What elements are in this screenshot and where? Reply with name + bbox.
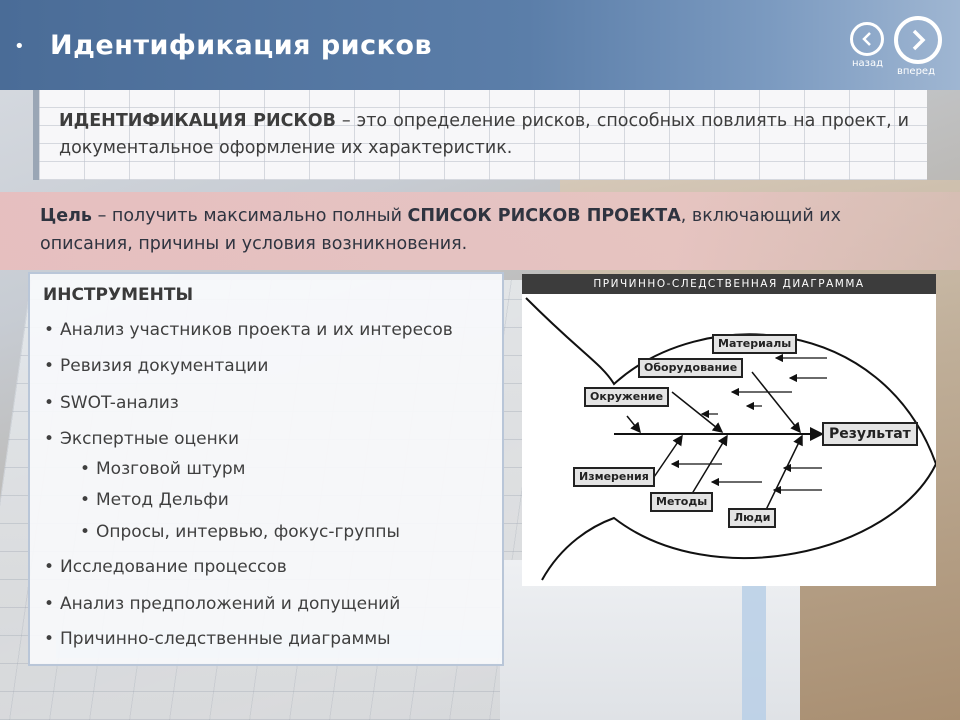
forward-label[interactable]: вперед bbox=[897, 66, 935, 77]
bullet-icon: • bbox=[44, 629, 55, 649]
back-button[interactable] bbox=[850, 22, 884, 56]
fishbone-lines bbox=[525, 297, 936, 581]
tool-item: •Экспертные оценки bbox=[44, 429, 240, 449]
bullet-icon: • bbox=[44, 393, 55, 413]
tool-item: •SWOT-анализ bbox=[44, 393, 179, 413]
tool-subitem: •Опросы, интервью, фокус-группы bbox=[80, 522, 400, 542]
tool-item: •Исследование процессов bbox=[44, 557, 287, 577]
bullet-icon: • bbox=[80, 459, 91, 479]
title-bullet: • bbox=[14, 36, 25, 57]
definition-text: ИДЕНТИФИКАЦИЯ РИСКОВ – это определение р… bbox=[59, 108, 909, 162]
tool-item: •Анализ предположений и допущений bbox=[44, 594, 401, 614]
definition-body: – это определение рисков, способных повл… bbox=[59, 111, 909, 158]
tool-item: •Анализ участников проекта и их интересо… bbox=[44, 320, 453, 340]
header-bar: • Идентификация рисков назад вперед bbox=[0, 0, 960, 90]
diagram-label-people: Люди bbox=[728, 508, 777, 528]
diagram-title: ПРИЧИННО-СЛЕДСТВЕННАЯ ДИАГРАММА bbox=[522, 274, 936, 294]
bone-materials bbox=[751, 371, 801, 434]
diagram-label-result: Результат bbox=[822, 422, 918, 446]
tool-item: •Причинно-следственные диаграммы bbox=[44, 629, 391, 649]
background-arrow-icon bbox=[728, 552, 780, 720]
diagram-label-materials: Материалы bbox=[712, 334, 798, 354]
tool-item: •Ревизия документации bbox=[44, 356, 269, 376]
goal-text-after: , включающий их описания, причины и усло… bbox=[40, 206, 842, 254]
bullet-icon: • bbox=[44, 557, 55, 577]
goal-text-before: – получить максимально полный bbox=[92, 206, 408, 226]
definition-box: ИДЕНТИФИКАЦИЯ РИСКОВ – это определение р… bbox=[33, 90, 927, 180]
fish-body-lower bbox=[541, 463, 936, 581]
goal-emphasis: СПИСОК РИСКОВ ПРОЕКТА bbox=[407, 206, 681, 226]
bullet-icon: • bbox=[80, 522, 91, 542]
tool-subitem: •Мозговой штурм bbox=[80, 459, 246, 479]
bullet-icon: • bbox=[44, 320, 55, 340]
bullet-icon: • bbox=[44, 594, 55, 614]
chevron-left-icon bbox=[862, 32, 871, 46]
bone-people bbox=[761, 434, 803, 519]
bullet-icon: • bbox=[44, 356, 55, 376]
tools-panel: ИНСТРУМЕНТЫ •Анализ участников проекта и… bbox=[28, 272, 504, 666]
bullet-icon: • bbox=[80, 490, 91, 510]
page-title: Идентификация рисков bbox=[50, 30, 433, 61]
goal-band: Цель – получить максимально полный СПИСО… bbox=[0, 192, 960, 270]
bone-measurement bbox=[651, 434, 683, 481]
diagram-label-equipment: Оборудование bbox=[638, 358, 744, 378]
definition-term: ИДЕНТИФИКАЦИЯ РИСКОВ bbox=[59, 111, 336, 131]
goal-term: Цель bbox=[40, 206, 92, 226]
back-label[interactable]: назад bbox=[852, 58, 884, 69]
diagram-label-methods: Методы bbox=[650, 492, 714, 512]
tools-heading: ИНСТРУМЕНТЫ bbox=[43, 285, 194, 305]
chevron-right-icon bbox=[912, 29, 926, 51]
diagram-label-measurement: Измерения bbox=[573, 467, 655, 487]
bone-equipment bbox=[671, 391, 724, 433]
fishbone-diagram: ПРИЧИННО-СЛЕДСТВЕННАЯ ДИАГРАММА Материа bbox=[522, 274, 936, 586]
fish-body-outline bbox=[525, 297, 936, 465]
goal-text: Цель – получить максимально полный СПИСО… bbox=[40, 202, 920, 258]
forward-button[interactable] bbox=[894, 16, 942, 64]
tool-subitem: •Метод Дельфи bbox=[80, 490, 229, 510]
bone-methods bbox=[686, 434, 728, 503]
bone-environment bbox=[626, 415, 641, 434]
bullet-icon: • bbox=[44, 429, 55, 449]
diagram-label-environment: Окружение bbox=[584, 387, 670, 407]
